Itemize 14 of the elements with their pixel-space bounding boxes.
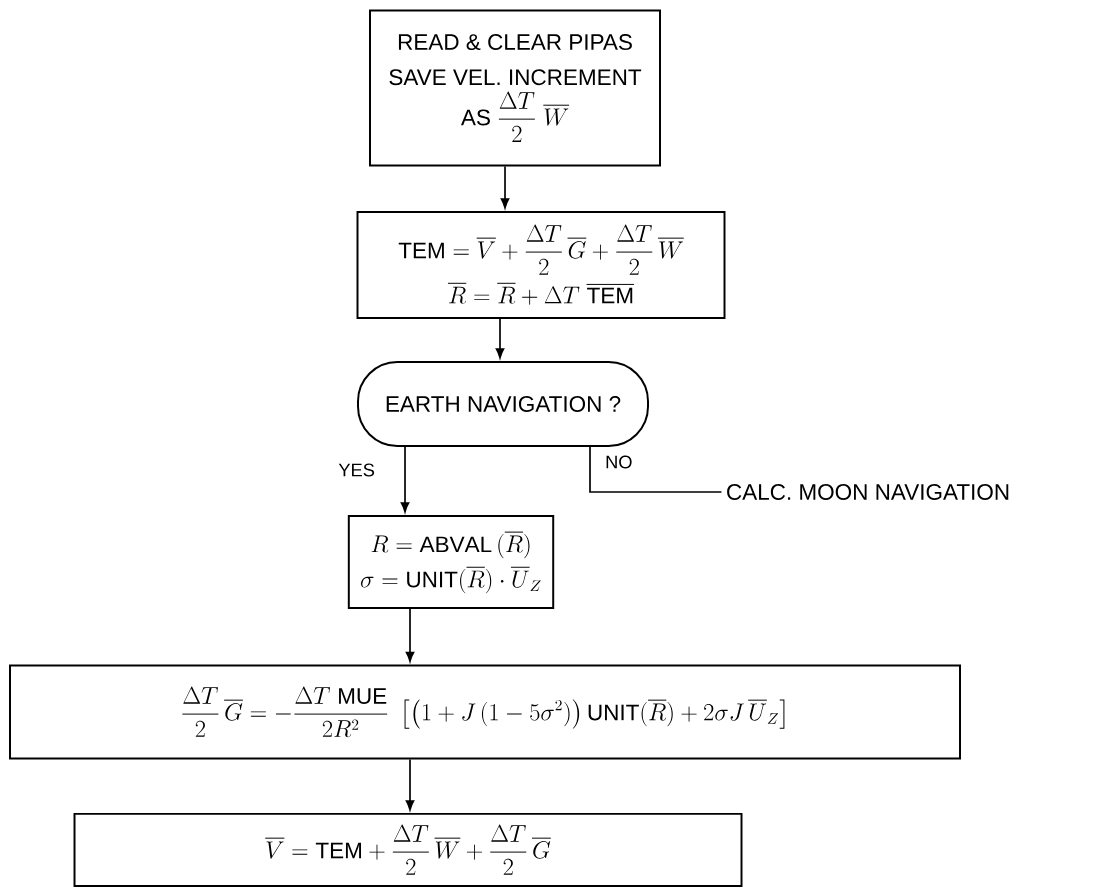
decision-terminal: EARTH NAVIGATION ? [357, 361, 649, 447]
process-box: $\mathrm{TEM} = \overline{V} + \frac{\Delta T}{2}\,\overline{G} + \frac{\Delta T}{2}\,\overline{W}$ $\overline{R} = \overline{R} + \Delta T\;\overline{\mathrm{TEM}}$ [356, 211, 726, 319]
process-box: $\overline{V} = \mathrm{TEM} + \frac{\Delta T}{2}\,\overline{W} + \frac{\Delta T}{2}\,\overline{G}$ [73, 812, 743, 888]
arrow [495, 318, 505, 359]
process-box: $\frac{\Delta T}{2}\,\overline{G} = -\frac{\Delta T\;\mathrm{MUE}}{2R^2}\;\left[\left(1+J\,(1-5\sigma^2)\right)\mathrm{UNIT}(\overline{R}) + 2\sigma J\,\overline{U}_Z\right]$ [9, 664, 961, 760]
arrow [405, 608, 415, 662]
arrow [500, 165, 510, 209]
process-box: READ & CLEAR PIPAS SAVE VEL. INCREMENT $\text{AS }\frac{\Delta T}{2}\;\overline{W}$ [369, 9, 661, 167]
edge-label: YES [338, 463, 375, 477]
edge-label: NO [606, 455, 632, 469]
bare-text: CALC. MOON NAVIGATION [727, 484, 1009, 500]
arrow [400, 446, 410, 513]
arrow [405, 758, 415, 811]
process-box: $R = \mathrm{ABVAL}\,(\overline{R})$ $\sigma = \mathrm{UNIT}(\overline{R})\cdot\overline{U}_Z$ [347, 515, 555, 609]
